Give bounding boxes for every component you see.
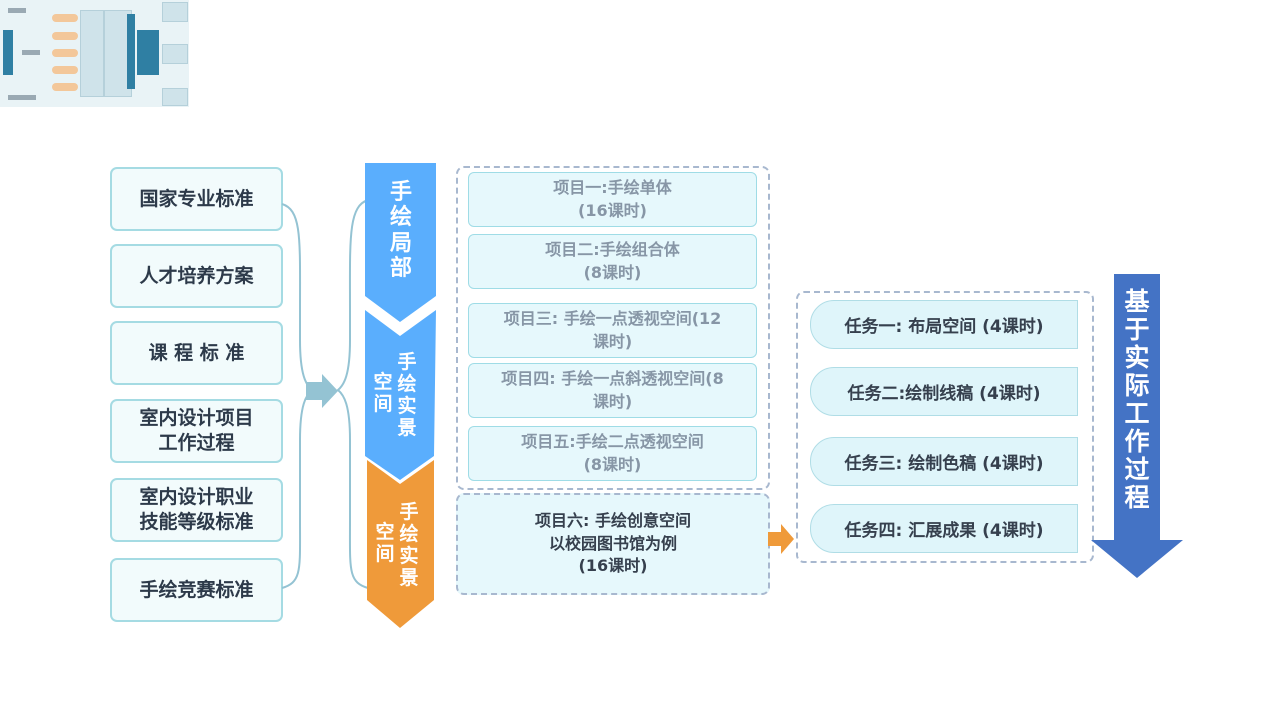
connector-arrow-icon	[306, 374, 338, 408]
project-1: 项目一:手绘单体(16课时)	[468, 172, 757, 227]
stage-chevrons	[365, 163, 436, 628]
project-6: 项目六: 手绘创意空间以校园图书馆为例(16课时)	[456, 493, 770, 595]
stage1-label: 手绘局部	[389, 180, 412, 281]
standard-course: 课 程 标 准	[110, 321, 283, 385]
standard-talent-plan: 人才培养方案	[110, 244, 283, 308]
stage3-label-col2: 手绘实景	[399, 501, 419, 589]
standard-national: 国家专业标准	[110, 167, 283, 231]
stage1-chevron	[365, 163, 436, 322]
task-3: 任务三: 绘制色稿 (4课时)	[810, 437, 1078, 486]
task-2: 任务二:绘制线稿 (4课时)	[810, 367, 1078, 416]
project-5: 项目五:手绘二点透视空间(8课时)	[468, 426, 757, 481]
stage2-chevron	[365, 310, 436, 480]
projects-group	[456, 166, 770, 490]
standard-competition: 手绘竞赛标准	[110, 558, 283, 622]
slide-thumbnail	[0, 0, 189, 107]
tasks-group	[796, 291, 1094, 563]
big-arrow-label: 基于实际工作过程	[1124, 287, 1150, 512]
standard-vocational-skill: 室内设计职业技能等级标准	[110, 478, 283, 542]
orange-arrow-icon	[768, 524, 794, 554]
stage3-label-col1: 空间	[375, 521, 395, 565]
big-down-arrow-icon	[1091, 274, 1183, 578]
stage2-label-col1: 空间	[373, 371, 393, 415]
task-4: 任务四: 汇展成果 (4课时)	[810, 504, 1078, 553]
task-1: 任务一: 布局空间 (4课时)	[810, 300, 1078, 349]
stage3-chevron	[367, 460, 434, 628]
bracket-connector	[281, 199, 369, 589]
standard-project-workflow: 室内设计项目工作过程	[110, 399, 283, 463]
project-2: 项目二:手绘组合体(8课时)	[468, 234, 757, 289]
stage2-label-col2: 手绘实景	[397, 351, 417, 439]
